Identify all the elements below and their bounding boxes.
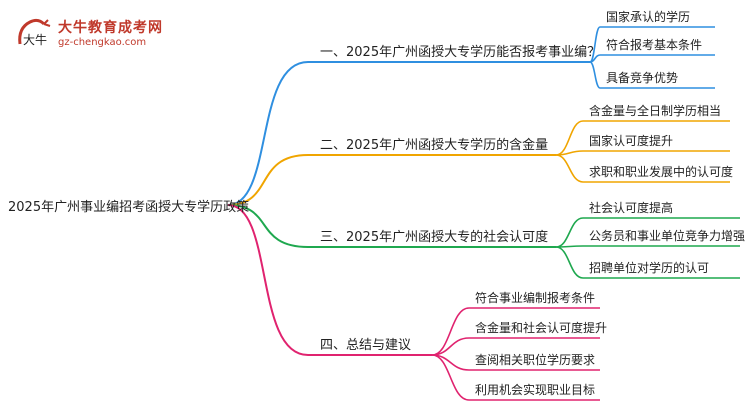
branch-node-1: 一、2025年广州函授大专学历能否报考事业编？ <box>320 44 600 60</box>
leaf-node: 符合报考基本条件 <box>606 37 702 52</box>
leaf-node: 具备竞争优势 <box>606 71 678 85</box>
branch-child-link <box>555 217 584 248</box>
root-branch-link <box>227 154 309 206</box>
logo-url: gz-chengkao.com <box>58 37 147 48</box>
root-node: 2025年广州事业编招考函授大专学历政策 <box>8 199 249 215</box>
leaf-node: 含金量与全日制学历相当 <box>589 103 721 118</box>
logo-name: 大牛教育成考网 <box>58 20 163 36</box>
logo-mark-text: 大牛 <box>23 32 47 47</box>
leaf-node: 国家认可度提升 <box>589 133 673 148</box>
branch-child-link <box>431 307 470 356</box>
branch-child-link <box>555 246 584 279</box>
logo-mark-icon: 大牛 <box>18 18 51 47</box>
root-branch-link <box>227 204 309 356</box>
branch-node-3: 三、2025年广州函授大专的社会认可度 <box>320 229 548 245</box>
leaf-node: 招聘单位对学历的认可 <box>589 260 709 275</box>
branch-child-link <box>431 354 470 401</box>
branch-child-link <box>555 154 584 183</box>
leaf-node: 求职和职业发展中的认可度 <box>589 164 733 179</box>
branch-node-4: 四、总结与建议 <box>320 338 411 353</box>
branch-child-link <box>555 120 584 156</box>
mindmap-nodes: 2025年广州事业编招考函授大专学历政策 一、2025年广州函授大专学历能否报考… <box>8 9 745 397</box>
leaf-node: 符合事业编制报考条件 <box>475 290 595 305</box>
root-branch-link <box>227 61 309 206</box>
leaf-node: 查阅相关职位学历要求 <box>475 352 595 367</box>
leaf-node: 利用机会实现职业目标 <box>475 382 595 397</box>
leaf-node: 国家承认的学历 <box>606 9 690 24</box>
root-branch-link <box>227 204 309 248</box>
mindmap-links <box>227 26 740 401</box>
leaf-node: 社会认可度提高 <box>589 200 673 215</box>
branch-node-2: 二、2025年广州函授大专学历的含金量 <box>320 137 548 153</box>
branch-child-link <box>589 61 601 89</box>
logo: 大牛 大牛教育成考网 gz-chengkao.com <box>14 14 174 54</box>
leaf-node: 公务员和事业单位竞争力增强 <box>589 228 745 243</box>
leaf-node: 含金量和社会认可度提升 <box>475 320 607 335</box>
